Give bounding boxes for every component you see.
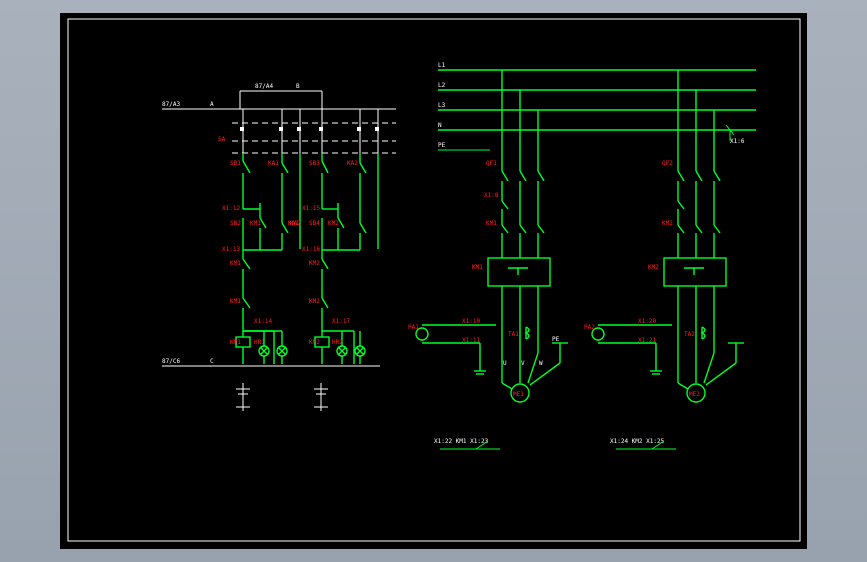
fr2-label: KM2 [648, 264, 659, 271]
ta2-label: TA2 [684, 331, 695, 338]
legend-left: X1:22 KM1 X1:23 [434, 438, 489, 445]
electrical-schematic: 87/A3 87/A4 A B 87/C6 C SA SB1 KA1 X1:12… [67, 18, 801, 542]
sa-label: SA [218, 136, 226, 143]
sb2-label: SB2 [230, 220, 241, 227]
hr2-label: HR2 [332, 339, 343, 346]
fr1-label: KM1 [472, 264, 483, 271]
km2-a-label: KM2 [328, 220, 339, 227]
n-label: N [438, 122, 442, 129]
km1-main-label: KM1 [486, 220, 497, 227]
me2-label: ME2 [689, 391, 700, 398]
ref-a3-label: 87/A3 [162, 101, 180, 108]
km1-coil-label: KM1 [230, 339, 241, 346]
x1-12-label: X1:12 [222, 205, 240, 212]
sb1-label: SB1 [230, 160, 241, 167]
sheet-border [67, 18, 801, 542]
ka2-b-label: KA2 [290, 220, 301, 227]
pa1-label: PA1 [408, 324, 419, 331]
x1-20-label: X1:20 [638, 318, 656, 325]
km2-c-label: KM2 [309, 298, 320, 305]
ta1-label: TA1 [508, 331, 519, 338]
ref-a4-label: 87/A4 [255, 83, 273, 90]
l1-label: L1 [438, 62, 446, 69]
km2-coil-label: KM2 [309, 339, 320, 346]
legend-right: X1:24 KM2 X1:25 [610, 438, 665, 445]
l3-label: L3 [438, 102, 446, 109]
km1-a-label: KM1 [250, 220, 261, 227]
x1-8-label: X1:8 [484, 192, 499, 199]
pa2-label: PA2 [584, 324, 595, 331]
x1-15-label: X1:15 [302, 205, 320, 212]
km2-main-label: KM2 [662, 220, 673, 227]
ref-c6-label: 87/C6 [162, 358, 180, 365]
x1-17-label: X1:17 [332, 318, 350, 325]
x1-14-label: X1:14 [254, 318, 272, 325]
qf1-label: QF1 [486, 160, 497, 167]
km1-b-label: KM1 [230, 260, 241, 267]
bus-c-label: C [210, 358, 214, 365]
bus-a-label: A [210, 101, 214, 108]
x1-16-label: X1:16 [302, 246, 320, 253]
pe-out-label: PE [552, 336, 560, 343]
w-label: W [539, 360, 543, 367]
terminal-legend: X1:22 KM1 X1:23 X1:24 KM2 X1:25 [434, 438, 676, 450]
x1-13-label: X1:13 [222, 246, 240, 253]
km2-b-label: KM2 [309, 260, 320, 267]
qf2-label: QF2 [662, 160, 673, 167]
km1-c-label: KM1 [230, 298, 241, 305]
v-label: V [521, 360, 525, 367]
ka2-label: KA2 [347, 160, 358, 167]
sb4-label: SB4 [309, 220, 320, 227]
bus-b-label: B [296, 83, 300, 90]
l2-label: L2 [438, 82, 446, 89]
x1-6-label: X1:6 [730, 138, 745, 145]
ka1-b-label: KA1 [288, 220, 299, 227]
x1-11-label: X1:11 [462, 337, 480, 344]
me1-label: ME1 [513, 391, 524, 398]
x1-10-label: X1:10 [462, 318, 480, 325]
control-circuit: 87/A3 87/A4 A B 87/C6 C SA SB1 KA1 X1:12… [162, 83, 396, 411]
sb3-label: SB3 [309, 160, 320, 167]
ka1-label: KA1 [268, 160, 279, 167]
hr1-label: HR1 [254, 339, 265, 346]
pe-label: PE [438, 142, 446, 149]
u-label: U [503, 360, 507, 367]
power-circuit: L1 L2 L3 N PE X1:6 QF1 X1:8 KM1 KM1 PA1 … [408, 62, 756, 403]
drawing-sheet[interactable]: 87/A3 87/A4 A B 87/C6 C SA SB1 KA1 X1:12… [60, 13, 807, 549]
x1-21-label: X1:21 [638, 337, 656, 344]
